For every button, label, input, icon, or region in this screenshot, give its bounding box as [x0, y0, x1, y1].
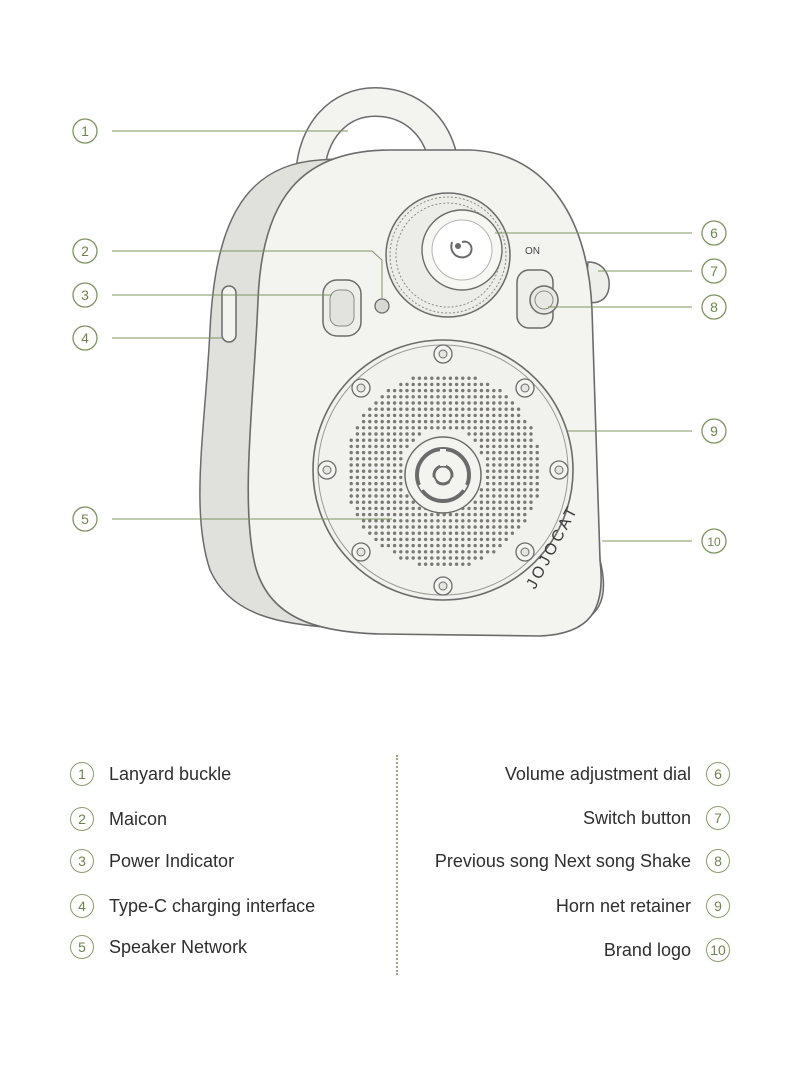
- legend-item-1: 1 Lanyard buckle: [70, 760, 231, 788]
- mic-hole-shape: [374, 298, 390, 314]
- legend-number: 2: [70, 807, 94, 831]
- legend-label: Speaker Network: [109, 936, 248, 957]
- callout-marker-7: [701, 258, 727, 284]
- legend-number: 8: [706, 849, 730, 873]
- callout-number-8: 8: [710, 299, 718, 315]
- legend-label: Type-C charging interface: [109, 895, 316, 916]
- legend-label: Horn net retainer: [555, 895, 691, 916]
- callout-marker-4: [72, 325, 98, 351]
- legend-label: Maicon: [109, 808, 168, 829]
- callout-marker-1: [72, 118, 98, 144]
- callout-number-6: 6: [710, 225, 718, 241]
- legend-item-10: Brand logo 10: [604, 936, 730, 964]
- type-c-port-shape: [221, 285, 237, 343]
- callout-number-2: 2: [81, 243, 89, 259]
- center-medallion-shape: [404, 436, 482, 514]
- legend-label: Volume adjustment dial: [504, 763, 691, 784]
- callout-marker-2: [72, 238, 98, 264]
- legend-number: 7: [706, 806, 730, 830]
- callout-marker-8: [701, 294, 727, 320]
- callout-lines: [112, 130, 692, 542]
- legend-label: Previous song Next song Shake: [434, 850, 691, 871]
- legend-number: 5: [70, 935, 94, 959]
- volume-dial-shape: [385, 192, 511, 318]
- retainer-screws: [317, 344, 569, 596]
- callout-number-5: 5: [81, 511, 89, 527]
- legend-item-6: Volume adjustment dial 6: [505, 760, 730, 788]
- switch-on-label: ON: [525, 246, 540, 257]
- callout-markers: 1 2 3 4 5 6 7 8 9 10: [72, 118, 727, 554]
- callout-number-10: 10: [707, 535, 721, 549]
- legend-item-4: 4 Type-C charging interface: [70, 892, 315, 920]
- legend-number: 1: [70, 762, 94, 786]
- callout-number-1: 1: [81, 123, 89, 139]
- callout-number-7: 7: [710, 263, 718, 279]
- speaker-grille-shape: [349, 376, 539, 566]
- callout-marker-5: [72, 506, 98, 532]
- callout-marker-3: [72, 282, 98, 308]
- callout-number-9: 9: [710, 423, 718, 439]
- callout-number-4: 4: [81, 330, 89, 346]
- legend-item-2: 2 Maicon: [70, 805, 167, 833]
- legend-divider: [396, 755, 398, 975]
- legend-number: 6: [706, 762, 730, 786]
- callout-marker-6: [701, 220, 727, 246]
- legend-number: 9: [706, 894, 730, 918]
- legend-number: 10: [706, 938, 730, 962]
- legend-number: 3: [70, 849, 94, 873]
- legend-label: Brand logo: [603, 939, 691, 960]
- legend-item-7: Switch button 7: [583, 804, 730, 832]
- track-switch-shape: [516, 269, 559, 329]
- callout-line-2-bend: [371, 250, 383, 298]
- legend-label: Power Indicator: [109, 850, 235, 871]
- legend-label: Switch button: [582, 807, 691, 828]
- callout-number-3: 3: [81, 287, 89, 303]
- callout-marker-9: [701, 418, 727, 444]
- lanyard-buckle-shape: [295, 86, 460, 190]
- legend-item-8: Previous song Next song Shake 8: [435, 847, 730, 875]
- legend-number: 4: [70, 894, 94, 918]
- legend-item-5: 5 Speaker Network: [70, 933, 247, 961]
- legend-item-3: 3 Power Indicator: [70, 847, 234, 875]
- legend-label: Lanyard buckle: [109, 763, 232, 784]
- legend-item-9: Horn net retainer 9: [556, 892, 730, 920]
- callout-marker-10: [701, 528, 727, 554]
